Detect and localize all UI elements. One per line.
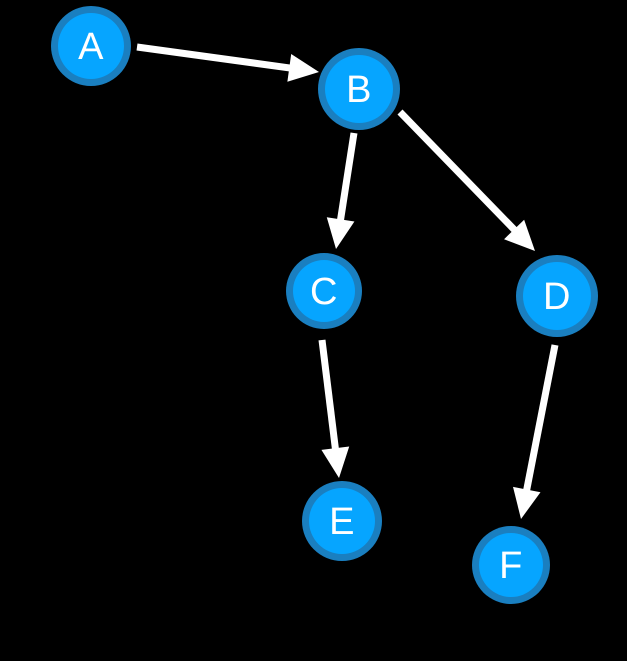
arrowhead-icon (287, 54, 319, 82)
arrowhead-icon (321, 446, 350, 478)
graph-node-e[interactable]: E (302, 481, 382, 561)
graph-node-a[interactable]: A (51, 6, 131, 86)
node-core (58, 13, 124, 79)
edges-layer (136, 43, 559, 519)
edge-shaft (136, 43, 299, 73)
edge-b-c (326, 132, 358, 249)
arrowhead-icon (513, 486, 541, 519)
arrowhead-icon (504, 219, 535, 251)
edge-d-f (513, 344, 559, 519)
node-core (293, 260, 355, 322)
node-core (523, 262, 591, 330)
node-label: D (543, 276, 571, 318)
graph-node-f[interactable]: F (472, 526, 550, 604)
edge-shaft (521, 344, 559, 499)
node-core (325, 55, 393, 123)
nodes-layer: A B C D E F (51, 6, 598, 604)
node-label: A (78, 26, 104, 68)
edge-c-e (318, 339, 350, 478)
edge-a-b (136, 43, 319, 82)
edge-shaft (335, 132, 358, 229)
graph-node-c[interactable]: C (286, 253, 362, 329)
edge-shaft (318, 339, 340, 457)
edge-b-d (397, 109, 535, 251)
arrowhead-icon (326, 217, 355, 249)
node-label: E (329, 501, 355, 543)
edge-shaft (397, 109, 523, 238)
node-core (309, 488, 375, 554)
node-label: C (310, 271, 338, 313)
graph-node-b[interactable]: B (318, 48, 400, 130)
node-label: B (346, 69, 372, 111)
node-label: F (499, 545, 523, 587)
node-core (479, 533, 543, 597)
graph-node-d[interactable]: D (516, 255, 598, 337)
